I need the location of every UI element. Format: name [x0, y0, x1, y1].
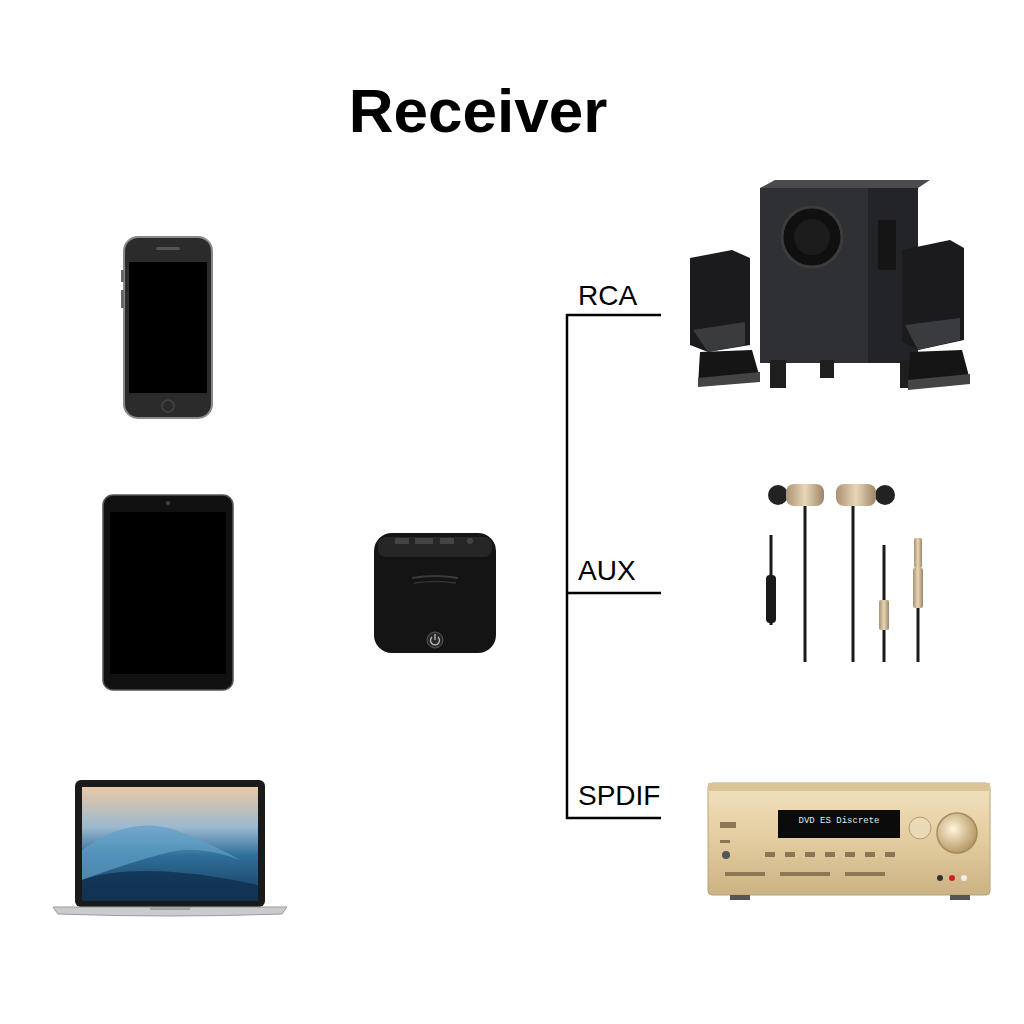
port-label: RCA — [578, 282, 637, 310]
receiver-device — [374, 533, 496, 653]
diagram-title: Receiver — [228, 80, 728, 142]
laptop-icon — [53, 780, 287, 916]
av-receiver — [708, 783, 990, 900]
port-label: AUX — [578, 557, 636, 585]
port-label: SPDIF — [578, 782, 660, 810]
tablet-icon — [103, 495, 233, 690]
earphones — [766, 484, 923, 662]
display-text: DVD ES Discrete — [778, 817, 900, 826]
connection-bracket — [566, 314, 661, 819]
speaker-set — [690, 180, 970, 390]
phone-icon — [121, 237, 212, 418]
